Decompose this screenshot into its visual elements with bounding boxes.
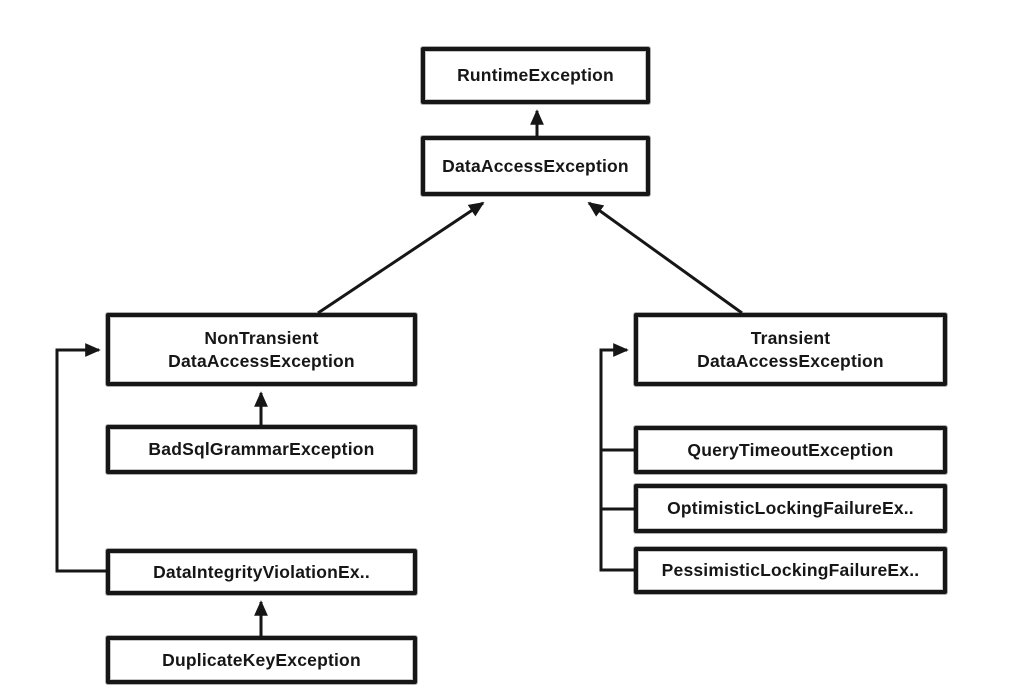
edge-dataintegrity-to-nontransient-elbow-arrow: [55, 343, 106, 573]
node-bad-sql-grammar-exception: BadSqlGrammarException: [106, 425, 417, 474]
edge-transient-to-dataaccess-arrow: [587, 201, 743, 315]
node-query-timeout-exception: QueryTimeoutException: [634, 426, 947, 474]
node-optimistic-locking-failure-exception: OptimisticLockingFailureEx..: [634, 484, 947, 533]
node-data-integrity-violation-exception: DataIntegrityViolationEx..: [106, 549, 417, 595]
node-pessimistic-locking-failure-exception: PessimisticLockingFailureEx..: [634, 547, 947, 594]
edge-nontransient-to-dataaccess-arrow: [317, 201, 485, 315]
node-duplicate-key-exception: DuplicateKeyException: [106, 636, 417, 684]
node-transient-data-access-exception: Transient DataAccessException: [634, 313, 947, 386]
node-data-access-exception: DataAccessException: [421, 136, 650, 196]
edge-trunk-to-transient-arrow: [599, 343, 634, 572]
node-runtime-exception: RuntimeException: [421, 47, 650, 104]
node-non-transient-data-access-exception: NonTransient DataAccessException: [106, 313, 417, 386]
